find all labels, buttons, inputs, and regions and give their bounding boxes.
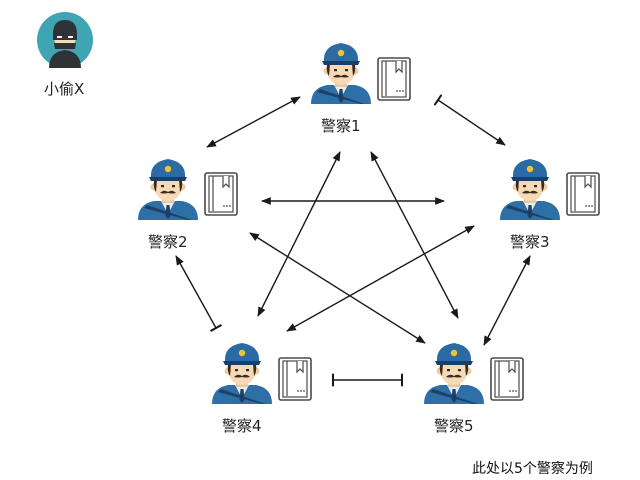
arrow-1-4 bbox=[257, 151, 341, 317]
police-officer-3 bbox=[500, 159, 600, 220]
arrow-2-5 bbox=[249, 232, 426, 344]
ledger-book-icon bbox=[204, 172, 238, 216]
footnote: 此处以5个警察为例 bbox=[472, 461, 593, 477]
arrow-3-5 bbox=[483, 255, 531, 346]
ledger-book-icon bbox=[278, 357, 312, 401]
police-label-4: 警察4 bbox=[222, 417, 262, 435]
police-officer-2 bbox=[138, 159, 238, 220]
police-label-1: 警察1 bbox=[321, 117, 361, 135]
police-officer-1 bbox=[311, 43, 411, 104]
connection-arrows bbox=[175, 94, 531, 387]
arrow-2-4 bbox=[175, 255, 222, 332]
police-label-2: 警察2 bbox=[148, 233, 188, 251]
police-officer-5 bbox=[424, 343, 524, 404]
ledger-book-icon bbox=[490, 357, 524, 401]
thief-icon bbox=[37, 12, 93, 68]
arrow-1-3 bbox=[433, 94, 506, 146]
police-officer-icon bbox=[424, 343, 484, 404]
arrow-1-2 bbox=[206, 96, 301, 148]
thief-label: 小偷X bbox=[44, 80, 85, 98]
police-officer-icon bbox=[311, 43, 371, 104]
police-officer-icon bbox=[500, 159, 560, 220]
police-officer-icon bbox=[212, 343, 272, 404]
police-label-3: 警察3 bbox=[510, 233, 550, 251]
arrow-1-5 bbox=[370, 151, 459, 319]
arrow-3-4 bbox=[286, 225, 475, 332]
police-officer-icon bbox=[138, 159, 198, 220]
police-officer-4 bbox=[212, 343, 312, 404]
ledger-book-icon bbox=[377, 57, 411, 101]
police-label-5: 警察5 bbox=[434, 417, 474, 435]
ledger-book-icon bbox=[566, 172, 600, 216]
